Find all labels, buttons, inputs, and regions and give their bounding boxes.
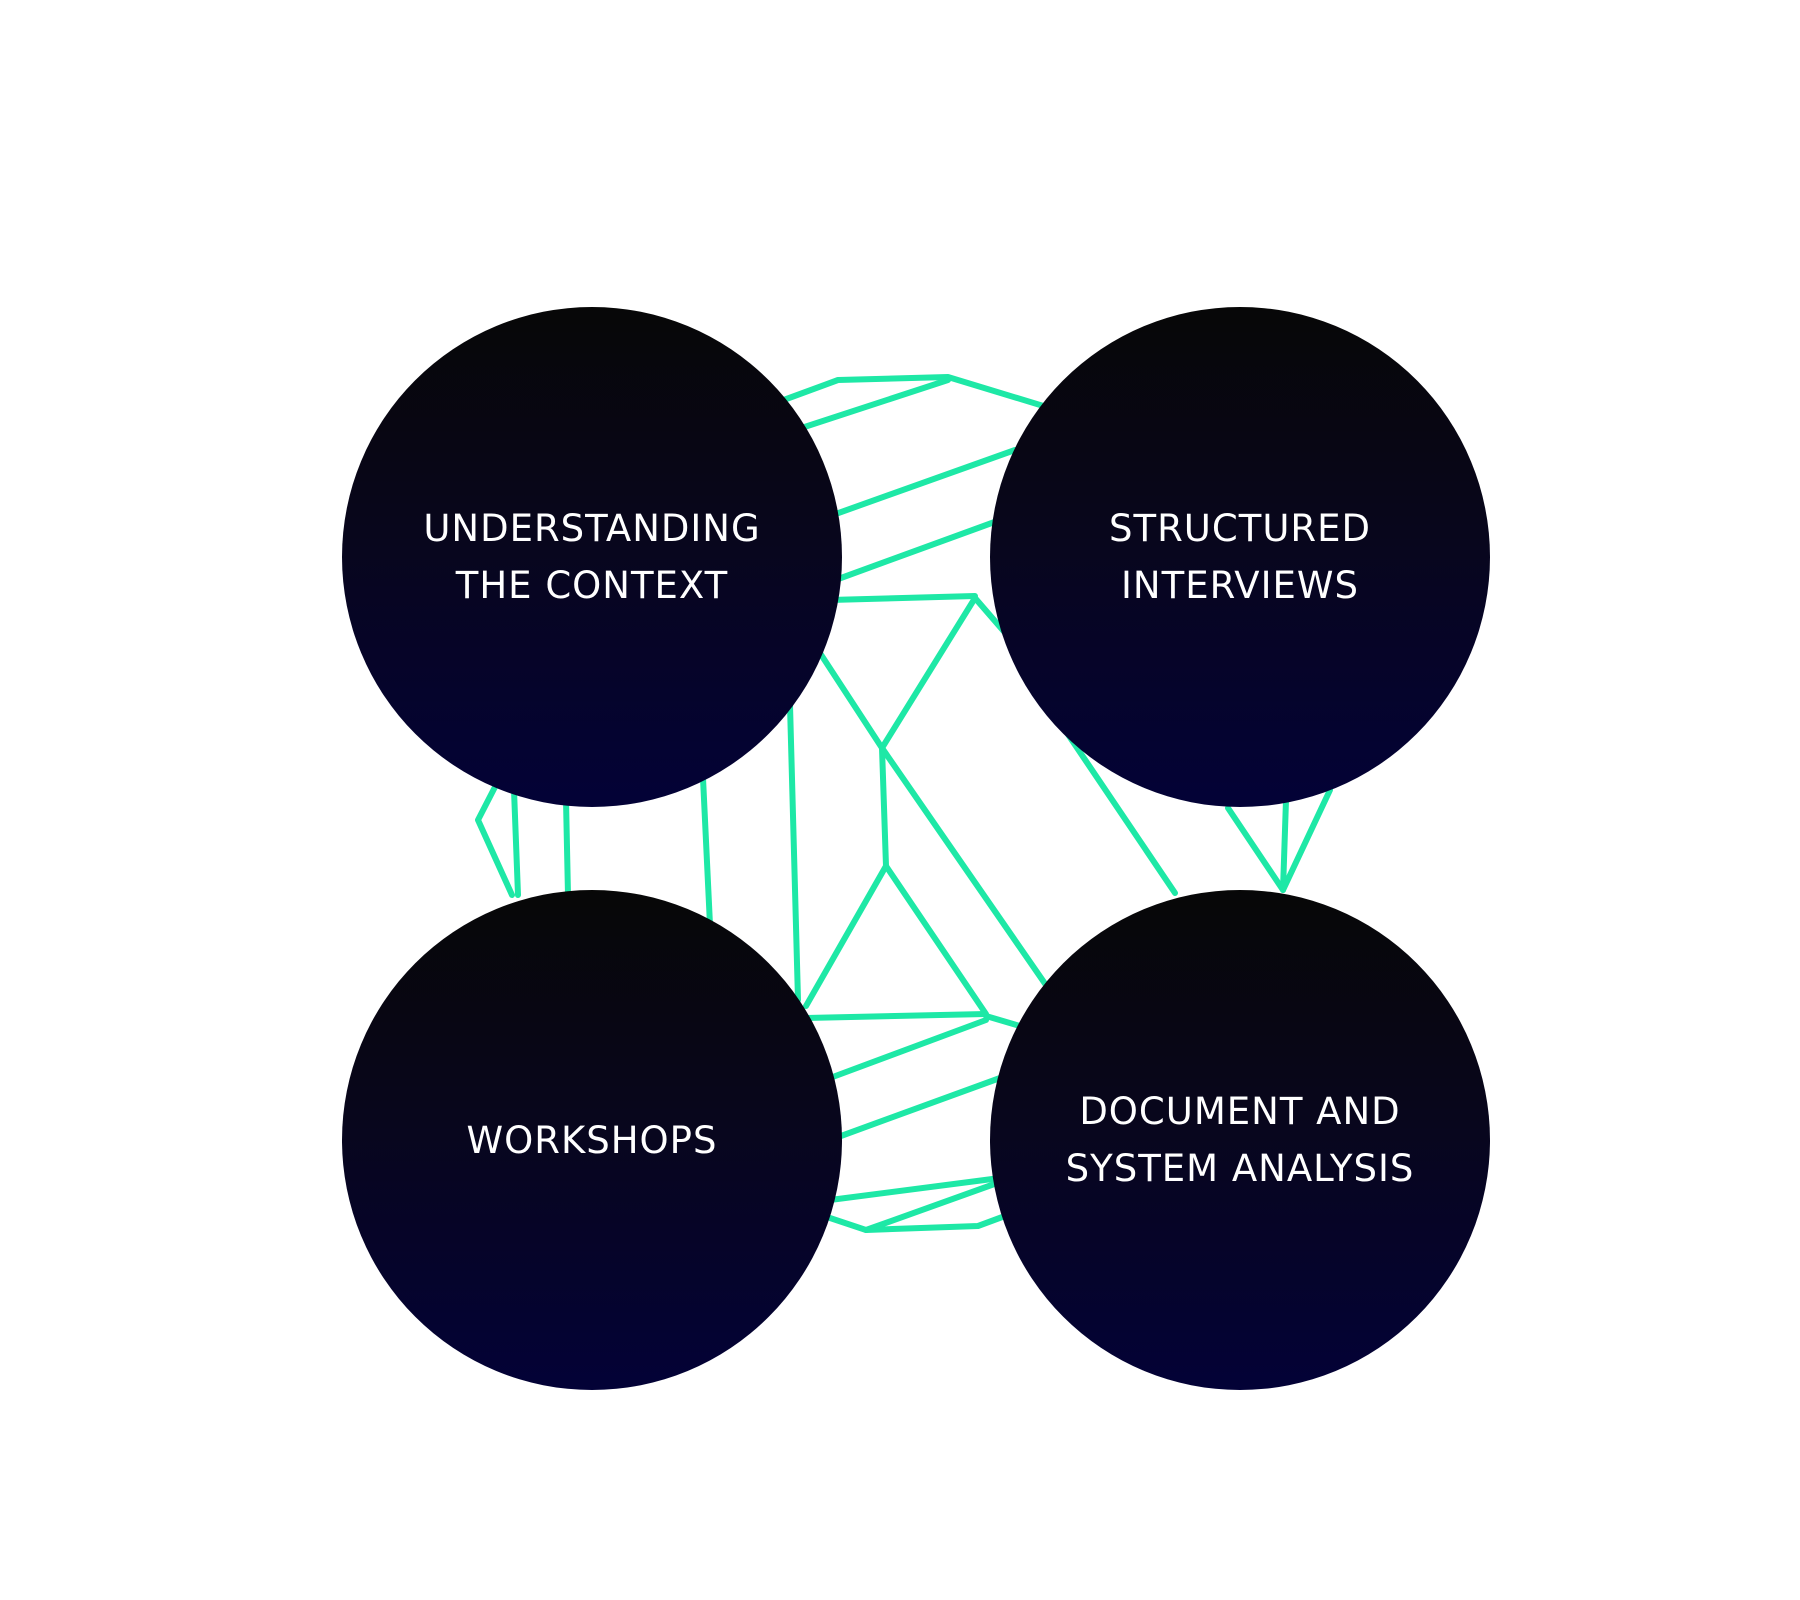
wire-left-edge bbox=[475, 782, 515, 898]
wire-bottom-diag bbox=[863, 1179, 1003, 1233]
node-label-structured-interviews: STRUCTURED INTERVIEWS bbox=[1109, 507, 1371, 607]
node-label-document-and-system-analysis: DOCUMENT AND SYSTEM ANALYSIS bbox=[1065, 1090, 1415, 1190]
wire-upper-band-1 bbox=[827, 447, 1018, 519]
wire-right-vert bbox=[1280, 797, 1289, 893]
wire-lower-band-1 bbox=[827, 1017, 989, 1081]
wire-left-vert-3 bbox=[563, 797, 571, 898]
wire-upper-horizon bbox=[827, 593, 978, 603]
wire-center-spine bbox=[803, 745, 889, 1009]
wire-lower-band-2 bbox=[827, 1075, 1003, 1143]
wire-center-inner bbox=[803, 863, 989, 1021]
wire-lower-band-3 bbox=[827, 1175, 1003, 1203]
wire-left-vert-1 bbox=[787, 702, 801, 1003]
wire-left-vert-2 bbox=[700, 775, 713, 928]
wire-left-vert-4 bbox=[511, 787, 521, 898]
node-label-understanding-the-context: UNDERSTANDING THE CONTEXT bbox=[423, 507, 761, 607]
wire-bottom-cap bbox=[827, 1213, 1008, 1233]
wire-lower-right bbox=[983, 1013, 1023, 1029]
wire-center-diag-right bbox=[1062, 727, 1178, 896]
wire-center-v bbox=[815, 595, 1023, 751]
wire-top-cap bbox=[767, 374, 1053, 411]
wire-center-diag-down bbox=[879, 745, 1051, 991]
node-label-workshops: WORKSHOPS bbox=[466, 1118, 718, 1162]
node-workshops: WORKSHOPS bbox=[342, 890, 842, 1390]
node-document-and-system-analysis: DOCUMENT AND SYSTEM ANALYSIS bbox=[990, 890, 1490, 1390]
wire-upper-band-2 bbox=[827, 517, 1003, 585]
wire-top-diag bbox=[777, 377, 951, 438]
node-understanding-the-context: UNDERSTANDING THE CONTEXT bbox=[342, 307, 842, 807]
node-structured-interviews: STRUCTURED INTERVIEWS bbox=[990, 307, 1490, 807]
